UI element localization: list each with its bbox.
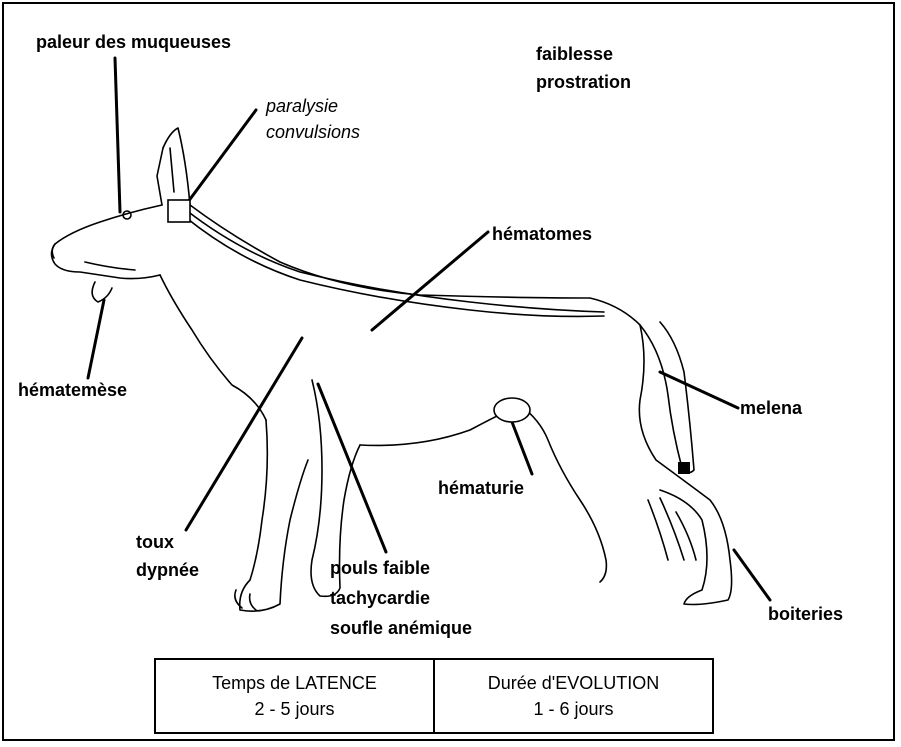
dog-head (52, 205, 163, 279)
dog-hind-paw-fur (648, 498, 696, 560)
dog-hind-thigh (520, 405, 606, 582)
latence-cell: Temps de LATENCE 2 - 5 jours (156, 660, 433, 732)
dog-tongue (92, 282, 112, 302)
label-tachycardie: tachycardie (330, 586, 430, 610)
dog-tail (640, 322, 694, 473)
dog-mouth (85, 262, 135, 270)
pointer-paralysie (182, 110, 256, 210)
label-pouls: pouls faible (330, 556, 430, 580)
neck-marker (168, 200, 190, 222)
dog-front-leg (240, 420, 308, 611)
pointer-pouls (318, 384, 386, 552)
latence-value: 2 - 5 jours (254, 696, 334, 722)
pointer-hematomes (372, 232, 488, 330)
dog-front-paw (235, 590, 256, 610)
pointer-hematurie (512, 422, 532, 474)
label-soufle: soufle anémique (330, 616, 472, 640)
pointer-boiteries (734, 550, 770, 600)
pointer-melena (660, 372, 738, 408)
pointer-hematemese (88, 300, 104, 378)
evolution-cell: Durée d'EVOLUTION 1 - 6 jours (433, 660, 712, 732)
label-paleur: paleur des muqueuses (36, 30, 231, 54)
dog-ear-back (157, 148, 163, 205)
label-hematomes: hématomes (492, 222, 592, 246)
label-faiblesse: faiblesse (536, 42, 613, 66)
dog-ear-front (163, 128, 190, 205)
label-hematemese: hématemèse (18, 378, 127, 402)
label-hematurie: hématurie (438, 476, 524, 500)
label-melena: melena (740, 396, 802, 420)
dog-ear-inner (170, 148, 174, 192)
tail-marker (678, 462, 690, 474)
label-dypnee: dypnée (136, 558, 199, 582)
label-boiteries: boiteries (768, 602, 843, 626)
evolution-value: 1 - 6 jours (533, 696, 613, 722)
timing-table: Temps de LATENCE 2 - 5 jours Durée d'EVO… (154, 658, 714, 734)
evolution-header: Durée d'EVOLUTION (488, 670, 660, 696)
latence-header: Temps de LATENCE (212, 670, 377, 696)
pointer-toux (186, 338, 302, 530)
label-toux: toux (136, 530, 174, 554)
dog-chest (160, 275, 266, 420)
label-paralysie: paralysie (266, 94, 338, 118)
pointer-paleur (115, 58, 120, 212)
label-prostration: prostration (536, 70, 631, 94)
knee-marker (494, 398, 530, 422)
label-convulsions: convulsions (266, 120, 360, 144)
